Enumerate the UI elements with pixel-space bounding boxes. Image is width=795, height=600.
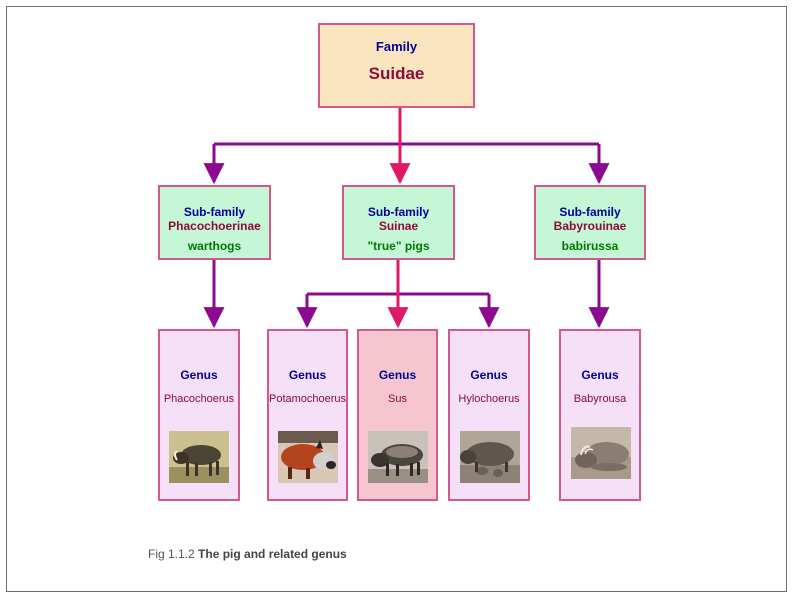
genus-box-sus: Genus Sus (357, 329, 438, 501)
wild-boar-photo (368, 431, 428, 483)
subfamily-box-phacochoerinae: Sub-family Phacochoerinae warthogs (158, 185, 271, 260)
subfamily-name: Babyrouinae (553, 219, 627, 233)
figure-caption: Fig 1.1.2 The pig and related genus (148, 547, 347, 561)
family-name: Suidae (368, 64, 425, 83)
subfamily-box-babyrouinae: Sub-family Babyrouinae babirussa (534, 185, 646, 260)
genus-label: Genus (180, 368, 218, 382)
genus-box-babyrousa: Genus Babyrousa (559, 329, 641, 501)
genus-name: Phacochoerus (163, 393, 235, 405)
genus-box-hylochoerus: Genus Hylochoerus (448, 329, 530, 501)
family-box: Family Suidae (318, 23, 475, 108)
warthog-photo (169, 431, 229, 483)
caption-prefix: Fig 1.1.2 (148, 547, 195, 561)
genus-label: Genus (288, 368, 327, 382)
subfamily-label: Sub-family (559, 205, 621, 219)
subfamily-label: Sub-family (367, 205, 430, 219)
subfamily-common-name: babirussa (561, 239, 619, 253)
subfamily-common-name: warthogs (187, 239, 242, 253)
subfamily-common-name: "true" pigs (367, 239, 430, 253)
genus-name: Babyrousa (573, 393, 627, 405)
subfamily-box-suinae: Sub-family Suinae "true" pigs (342, 185, 455, 260)
caption-title: The pig and related genus (198, 547, 347, 561)
babirusa-photo (571, 427, 631, 479)
genus-name: Hylochoerus (458, 393, 520, 405)
red-river-hog-photo (278, 431, 338, 483)
genus-box-phacochoerus: Genus Phacochoerus (158, 329, 240, 501)
genus-name: Sus (388, 393, 407, 405)
genus-label: Genus (378, 368, 417, 382)
genus-label: Genus (470, 368, 508, 382)
subfamily-label: Sub-family (183, 205, 246, 219)
figure-frame (6, 6, 787, 592)
subfamily-name: Phacochoerinae (168, 219, 261, 233)
giant-forest-hog-photo (460, 431, 520, 483)
genus-box-potamochoerus: Genus Potamochoerus (267, 329, 348, 501)
subfamily-name: Suinae (378, 219, 419, 233)
family-label: Family (375, 39, 418, 54)
genus-name: Potamochoerus (269, 393, 347, 405)
genus-label: Genus (581, 368, 619, 382)
